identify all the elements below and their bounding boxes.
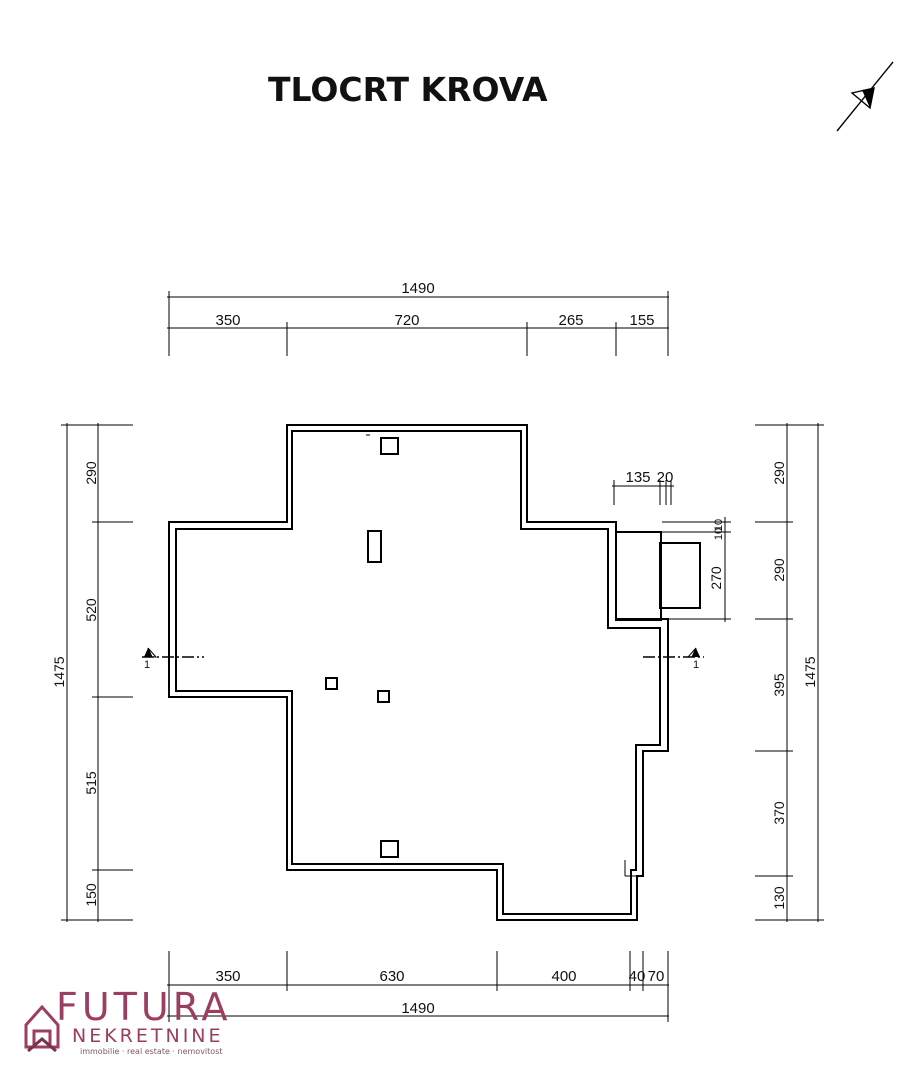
roof-vent	[367, 530, 382, 563]
right-segment-label: 370	[771, 801, 787, 825]
section-marker-left: 1	[142, 647, 204, 671]
left-dimension-chain: 1475 290 520 515 150	[51, 423, 133, 922]
right-segment-label: 290	[771, 558, 787, 582]
section-marker-label: 1	[693, 659, 699, 671]
left-segment-label: 515	[83, 771, 99, 795]
top-segment-label: 265	[558, 312, 583, 329]
bottom-segment-label: 630	[379, 968, 404, 985]
house-logo-icon	[24, 1004, 60, 1053]
right-dimension-chain: 290 290 395 370 130 1475	[755, 423, 824, 922]
top-segment-label: 720	[394, 312, 419, 329]
right-segment-label: 290	[771, 461, 787, 485]
company-logo: FUTURA NEKRETNINE immobilie · real estat…	[22, 985, 252, 1057]
chimney-dimensions: 135 20 10 10 270	[612, 469, 731, 622]
north-arrow-icon	[836, 61, 894, 132]
chimney-width-label: 135	[625, 469, 650, 486]
bottom-segment-label: 350	[215, 968, 240, 985]
right-segment-label: 395	[771, 673, 787, 697]
right-segment-label: 130	[771, 886, 787, 910]
roof-outline	[168, 424, 669, 921]
left-segment-label: 520	[83, 598, 99, 622]
chimney-height-label: 10	[713, 528, 725, 540]
roof-vent	[377, 690, 390, 703]
top-dimension-chain: 1490 350 720 265 155	[167, 280, 669, 356]
chimney-block	[615, 531, 701, 621]
left-segment-label: 290	[83, 461, 99, 485]
right-total-label: 1475	[802, 656, 818, 687]
roof-vent	[380, 437, 399, 455]
section-marker-label: 1	[144, 659, 150, 671]
roof-vent	[325, 677, 338, 690]
logo-wordmark: FUTURA	[56, 985, 232, 1029]
bottom-segment-label: 70	[648, 968, 665, 985]
chimney-height-label: 10	[713, 519, 725, 531]
roof-openings	[325, 437, 399, 858]
left-total-label: 1475	[51, 656, 67, 687]
top-total-label: 1490	[401, 280, 434, 297]
top-segment-label: 155	[629, 312, 654, 329]
bottom-total-label: 1490	[401, 1000, 434, 1017]
bottom-segment-label: 40	[629, 968, 646, 985]
page-title: TLOCRT KROVA	[268, 70, 548, 109]
roof-vent	[380, 840, 399, 858]
chimney-height-label: 270	[708, 566, 724, 590]
logo-subtitle: NEKRETNINE	[72, 1025, 224, 1047]
top-segment-label: 350	[215, 312, 240, 329]
bottom-dimension-chain: 350 630 400 40 70 1490	[167, 951, 669, 1022]
bottom-segment-label: 400	[551, 968, 576, 985]
section-marker-right: 1	[643, 647, 704, 671]
left-segment-label: 150	[83, 883, 99, 907]
chimney-width-label: 20	[657, 469, 674, 486]
logo-tagline: immobilie · real estate · nemovitost	[80, 1047, 223, 1056]
